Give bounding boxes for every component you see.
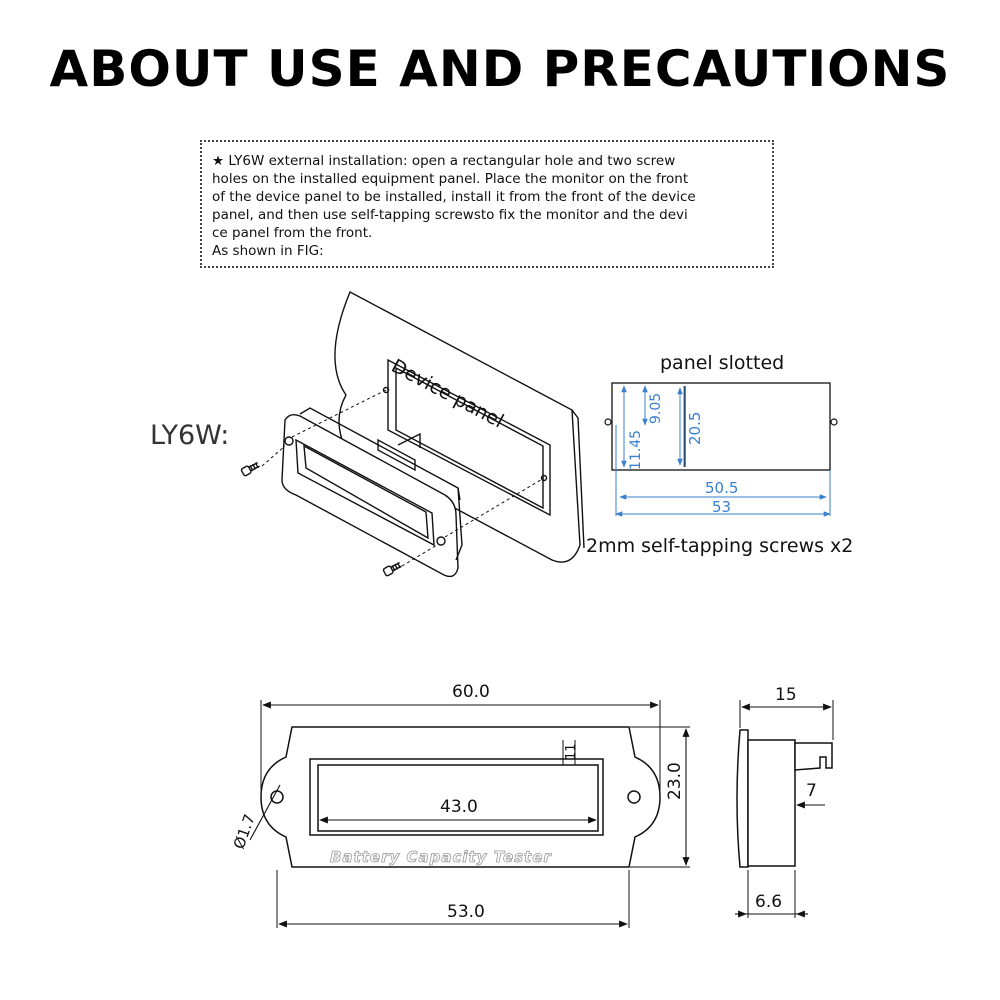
note-line: ★ LY6W external installation: open a rec… [212,153,676,169]
monitor-window [295,438,435,547]
front-screw-hole [627,790,641,804]
bezel-screw-hole [436,536,446,546]
dim-7: 7 [806,781,817,801]
dim-23: 23.0 [665,762,685,800]
note-line: ce panel from the front. [212,225,373,241]
installation-illustration [240,291,585,578]
screw [382,561,402,577]
engraving-text: Battery Capacity Tester [330,848,552,866]
screw [240,461,260,477]
dim-6-6: 6.6 [755,892,782,912]
model-label: LY6W: [150,420,230,451]
slot-outline [611,382,831,471]
dim-43: 43.0 [440,797,478,817]
panel-slotted-title: panel slotted [660,352,785,374]
dim-11-45: 11.45 [628,430,644,470]
dim-15: 15 [775,685,797,705]
dim-20-5: 20.5 [686,412,704,445]
installation-note: ★ LY6W external installation: open a rec… [200,140,774,268]
side-body [747,739,796,867]
side-view [735,700,834,918]
dim-9-05: 9.05 [648,393,664,424]
note-line: panel, and then use self-tapping screwst… [212,207,688,223]
side-bezel [736,729,749,868]
page-title: ABOUT USE AND PRECAUTIONS [49,40,951,98]
slot-diagram: 11.45 9.05 20.5 50.5 53 [604,382,838,517]
dim-60: 60.0 [452,682,490,702]
dim-11: 11 [564,743,579,760]
dim-50-5: 50.5 [705,479,738,497]
note-line: holes on the installed equipment panel. … [212,171,689,187]
note-line: of the device panel to be installed, ins… [212,189,696,205]
dim-53: 53.0 [447,902,485,922]
panel-screw-hole [540,474,548,482]
side-terminal [794,742,833,771]
panel-screw-hole [382,386,390,394]
note-line: As shown in FIG: [212,243,324,259]
front-view [249,700,690,928]
dim-53: 53 [712,498,731,516]
screws-label: 2mm self-tapping screws x2 [586,535,854,557]
bezel-screw-hole [284,436,294,446]
panel-cutout [387,358,551,517]
